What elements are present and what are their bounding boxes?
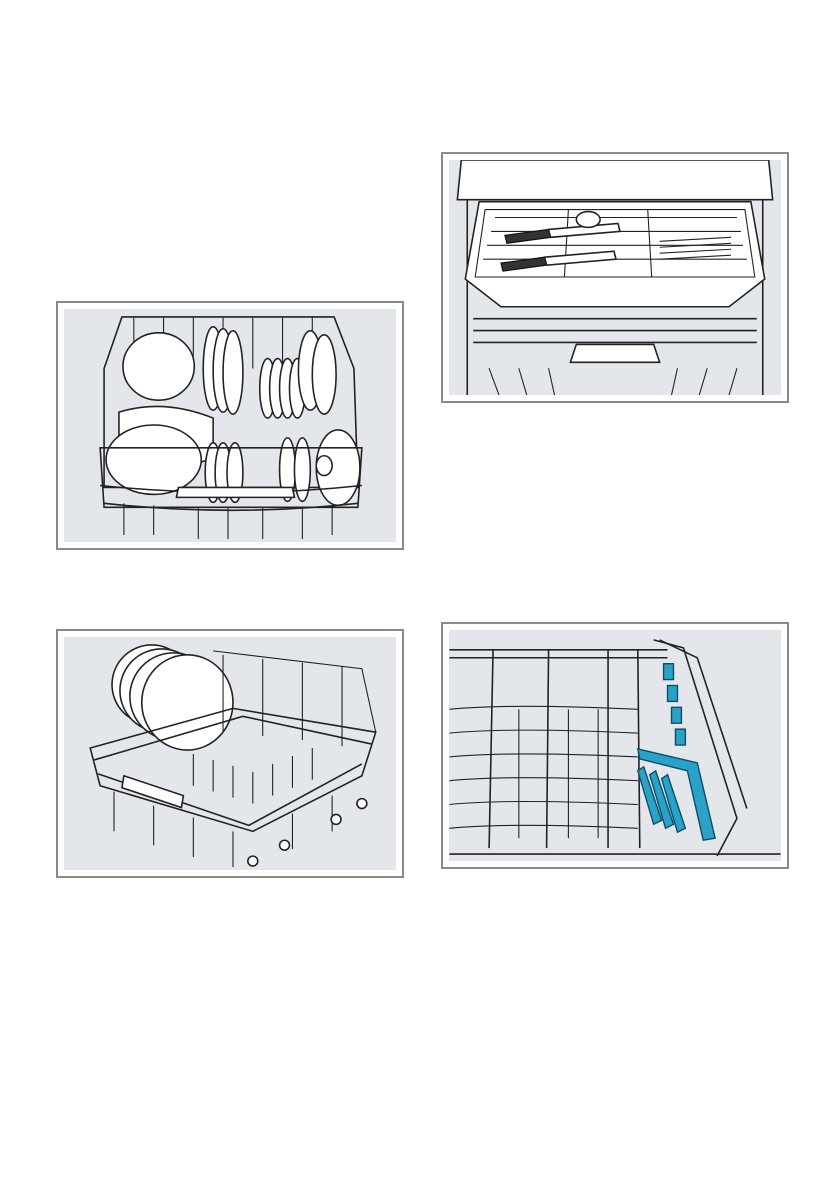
folding-tines-drawing: [449, 630, 781, 861]
basket-dishes-drawing: [64, 309, 396, 542]
figure-folding-tines-illustration: [449, 630, 781, 861]
figure-cutlery-drawer: [441, 152, 789, 403]
cutlery-drawer-drawing: [449, 160, 781, 395]
figure-cutlery-drawer-illustration: [449, 160, 781, 395]
figure-basket-dishes-illustration: [64, 309, 396, 542]
lower-basket-plates-drawing: [64, 637, 396, 870]
figure-basket-dishes: [56, 301, 404, 550]
figure-folding-tines: [441, 622, 789, 869]
figure-lower-basket-plates-illustration: [64, 637, 396, 870]
figure-lower-basket-plates: [56, 629, 404, 878]
